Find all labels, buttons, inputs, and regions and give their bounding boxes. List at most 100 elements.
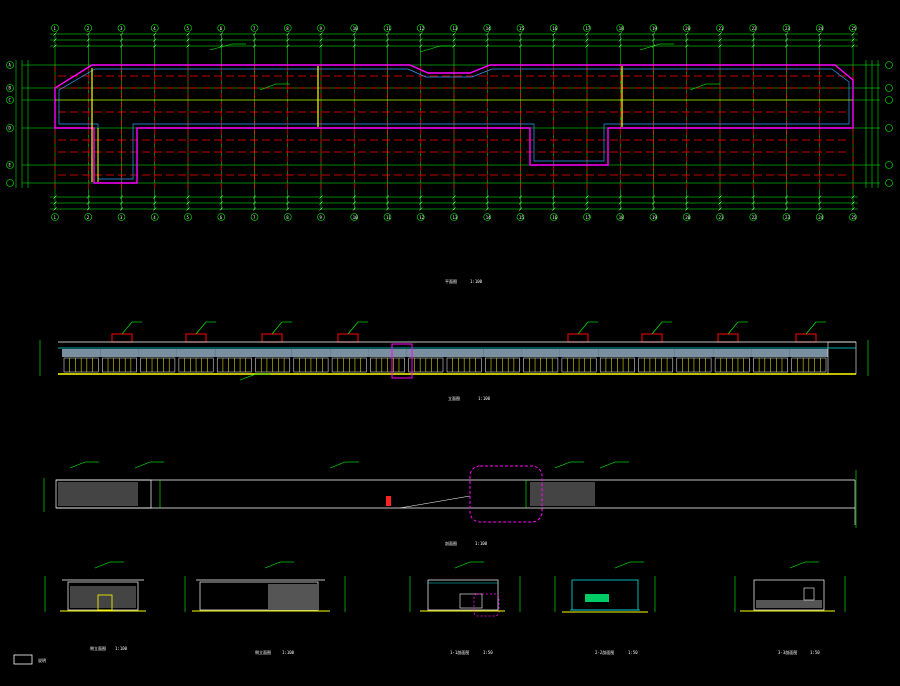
- dimension-tick: [585, 201, 589, 205]
- dimension-tick: [419, 44, 423, 48]
- elevation-leader: [121, 321, 133, 335]
- elevation-fascia: [406, 349, 445, 357]
- plan-outline: [54, 64, 854, 184]
- grid-axis-letter: B: [9, 86, 12, 91]
- detail-5-title: 3-3剖面图: [778, 649, 797, 655]
- grid-bubble-top: [649, 24, 658, 32]
- floor-plan: 1122334455667788991010111112121313141415…: [6, 24, 893, 284]
- dimension-tick: [452, 201, 456, 205]
- elevation-fascia: [138, 349, 177, 357]
- dimension-tick: [585, 44, 589, 48]
- plan-title: 平面图: [445, 278, 457, 284]
- dimension-tick: [186, 201, 190, 205]
- dimension-tick: [651, 201, 656, 205]
- grid-bubble-top: [583, 24, 591, 32]
- dimension-tick: [818, 44, 822, 48]
- dimension-tick: [718, 201, 722, 205]
- dimension-tick: [419, 38, 423, 42]
- dimension-tick: [585, 38, 589, 42]
- grid-bubble-right: [885, 84, 893, 92]
- leader-line: [239, 373, 257, 381]
- dimension-tick: [252, 44, 257, 48]
- section-right-hatch: [530, 482, 595, 506]
- grid-bubble-bottom: [51, 213, 59, 221]
- grid-axis-number: 3: [120, 215, 123, 220]
- section-left-room: [55, 479, 152, 509]
- grid-bubble-top: [184, 24, 192, 32]
- dimension-tick: [53, 32, 57, 36]
- grid-axis-number: 17: [586, 26, 591, 31]
- grid-bubble-bottom: [549, 213, 558, 221]
- elevation-leader: [727, 321, 739, 335]
- elevation-fascia: [253, 349, 292, 357]
- grid-axis-number: 1: [54, 215, 57, 220]
- elevation-fascia: [598, 349, 637, 357]
- dimension-tick: [319, 32, 323, 36]
- dimension-tick: [485, 207, 489, 211]
- dimension-tick: [86, 195, 90, 199]
- dimension-tick: [751, 32, 755, 36]
- detail-1-scale: 1:100: [115, 646, 128, 651]
- grid-axis-number: 17: [586, 215, 591, 220]
- dimension-tick: [452, 38, 456, 42]
- grid-bubble-top: [849, 24, 857, 32]
- dimension-tick: [718, 195, 722, 199]
- dimension-tick: [186, 207, 190, 211]
- elevation-leader: [805, 321, 817, 335]
- dimension-tick: [784, 32, 789, 36]
- grid-bubble-top: [616, 24, 625, 32]
- grid-bubble-left: [6, 161, 14, 169]
- grid-bubble-right: [885, 96, 893, 104]
- dimension-tick: [452, 32, 456, 36]
- grid-bubble-top: [682, 24, 691, 32]
- grid-bubble-bottom: [682, 213, 691, 221]
- dimension-tick: [119, 32, 124, 36]
- grid-axis-number: 10: [353, 26, 358, 31]
- dimension-tick: [485, 44, 489, 48]
- leader-line: [209, 43, 233, 51]
- dimension-tick: [651, 195, 656, 199]
- dimension-tick: [286, 201, 290, 205]
- elevation-leader: [271, 321, 283, 335]
- dimension-tick: [252, 207, 257, 211]
- dimension-tick: [784, 207, 789, 211]
- grid-bubble-left: [6, 179, 14, 187]
- detail-2-title: 侧立面图: [255, 649, 271, 655]
- dimension-tick: [818, 207, 822, 211]
- grid-axis-number: 14: [486, 215, 491, 220]
- section-highlight-cloud: [469, 465, 543, 523]
- grid-axis-number: 13: [453, 26, 458, 31]
- grid-bubble-top: [217, 24, 226, 32]
- dimension-tick: [618, 32, 622, 36]
- grid-bubble-right: [885, 124, 893, 132]
- detail-2-scale: 1:100: [282, 650, 295, 655]
- dimension-tick: [718, 38, 722, 42]
- elevation-fascia: [751, 349, 790, 357]
- dimension-tick: [851, 207, 855, 211]
- grid-bubble-left: [6, 84, 14, 92]
- grid-bubble-bottom: [283, 213, 292, 221]
- front-elevation: 立面图 1:100: [39, 321, 869, 401]
- grid-axis-number: 4: [153, 26, 156, 31]
- dimension-tick: [818, 201, 822, 205]
- elevation-leader: [651, 321, 663, 335]
- dimension-tick: [119, 38, 124, 42]
- grid-axis-number: 24: [818, 26, 823, 31]
- grid-bubble-top: [815, 24, 824, 32]
- grid-bubble-bottom: [117, 213, 126, 221]
- grid-bubble-bottom: [716, 213, 724, 221]
- grid-bubble-bottom: [350, 213, 359, 221]
- grid-bubble-bottom: [217, 213, 226, 221]
- grid-bubble-top: [416, 24, 425, 32]
- grid-axis-number: 13: [453, 215, 458, 220]
- dimension-tick: [385, 207, 390, 211]
- leader-line: [454, 561, 471, 569]
- grid-axis-number: 19: [652, 26, 657, 31]
- grid-axis-number: 24: [818, 215, 823, 220]
- dimension-tick: [651, 38, 656, 42]
- plan-scale: 1:100: [470, 279, 483, 284]
- dimension-tick: [286, 32, 290, 36]
- dimension-tick: [818, 32, 822, 36]
- grid-axis-number: 20: [685, 26, 690, 31]
